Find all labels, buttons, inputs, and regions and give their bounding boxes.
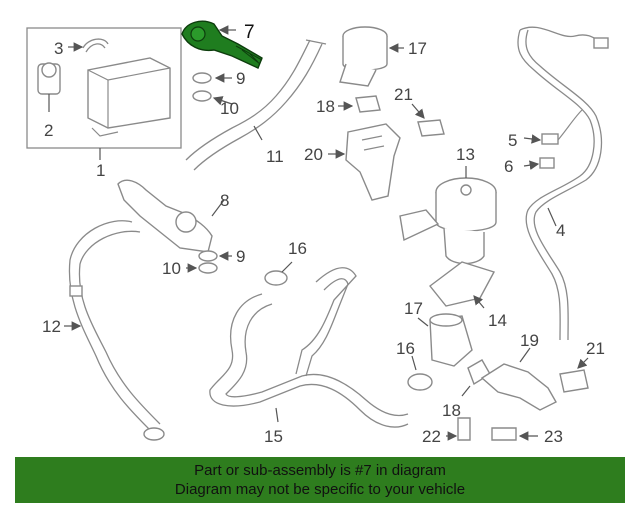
part-7-highlighted-pipe[interactable] (181, 20, 263, 69)
callout-21-upper: 21 (394, 85, 413, 104)
callout-6: 6 (504, 157, 513, 176)
part-3-small-hose[interactable] (82, 38, 109, 49)
charcoal-canister[interactable] (87, 57, 171, 137)
part-2-purge-valve[interactable] (37, 62, 61, 112)
callout-11: 11 (266, 147, 284, 166)
part-13-secondary-air-pump[interactable] (399, 177, 497, 265)
part-16-clamp-lower[interactable] (407, 373, 433, 391)
callout-5: 5 (508, 131, 517, 150)
banner-part-line: Part or sub-assembly is #7 in diagram (194, 462, 446, 479)
callout-9-lower: 9 (236, 247, 245, 266)
part-23-sensor[interactable] (491, 427, 517, 441)
part-17-combination-valve-lower[interactable] (429, 313, 473, 367)
callout-3: 3 (54, 39, 63, 58)
callout-19: 19 (520, 331, 539, 350)
part-22-fitting[interactable] (457, 417, 471, 441)
part-21-gasket-upper[interactable] (417, 119, 445, 137)
callout-2: 2 (44, 121, 53, 140)
callout-16-upper: 16 (288, 239, 307, 258)
banner-disclaimer-line: Diagram may not be specific to your vehi… (174, 481, 466, 498)
part-14-pump-gasket[interactable] (429, 261, 496, 307)
part-9-o-ring-upper[interactable] (192, 72, 212, 84)
callout-20: 20 (304, 145, 323, 164)
part-10-o-ring-lower[interactable] (198, 262, 218, 274)
part-15-air-pipe[interactable] (209, 267, 409, 428)
part-12-long-hose[interactable] (68, 220, 165, 441)
part-10-o-ring-upper[interactable] (192, 90, 212, 102)
part-8-pipe-assembly[interactable] (117, 179, 213, 253)
callout-18-lower: 18 (442, 401, 461, 420)
callout-16-lower: 16 (396, 339, 415, 358)
part-18-gasket-upper[interactable] (355, 95, 381, 113)
canister-inset-box (26, 27, 182, 149)
callout-7: 7 (244, 22, 255, 43)
callout-9-upper: 9 (236, 69, 245, 88)
callout-12: 12 (42, 317, 61, 336)
callout-14: 14 (488, 311, 507, 330)
part-21-gasket-lower[interactable] (559, 369, 589, 393)
callout-18-upper: 18 (316, 97, 335, 116)
callout-17-lower: 17 (404, 299, 423, 318)
callout-17-upper: 17 (408, 39, 427, 58)
part-17-combination-valve-upper[interactable] (339, 26, 388, 87)
callout-23: 23 (544, 427, 563, 446)
part-20-bracket[interactable] (345, 123, 401, 201)
part-11-air-hose[interactable] (185, 39, 327, 171)
diagram-notice-banner: Part or sub-assembly is #7 in diagram Di… (15, 457, 625, 503)
callout-10-lower: 10 (162, 259, 181, 278)
callout-8: 8 (220, 191, 229, 210)
callout-4: 4 (556, 221, 565, 240)
callout-10-upper: 10 (220, 99, 239, 118)
callout-1: 1 (96, 161, 105, 180)
callout-15: 15 (264, 427, 283, 446)
part-6-sensor[interactable] (539, 157, 555, 169)
part-5-sensor[interactable] (541, 109, 583, 145)
callout-13: 13 (456, 145, 475, 164)
part-16-clamp-upper[interactable] (264, 270, 288, 286)
part-9-o-ring-lower[interactable] (198, 250, 218, 262)
part-4-pressure-pipe[interactable] (517, 26, 609, 341)
callout-21-lower: 21 (586, 339, 605, 358)
part-19-connector-pipe[interactable] (480, 363, 557, 411)
callout-22: 22 (422, 427, 441, 446)
